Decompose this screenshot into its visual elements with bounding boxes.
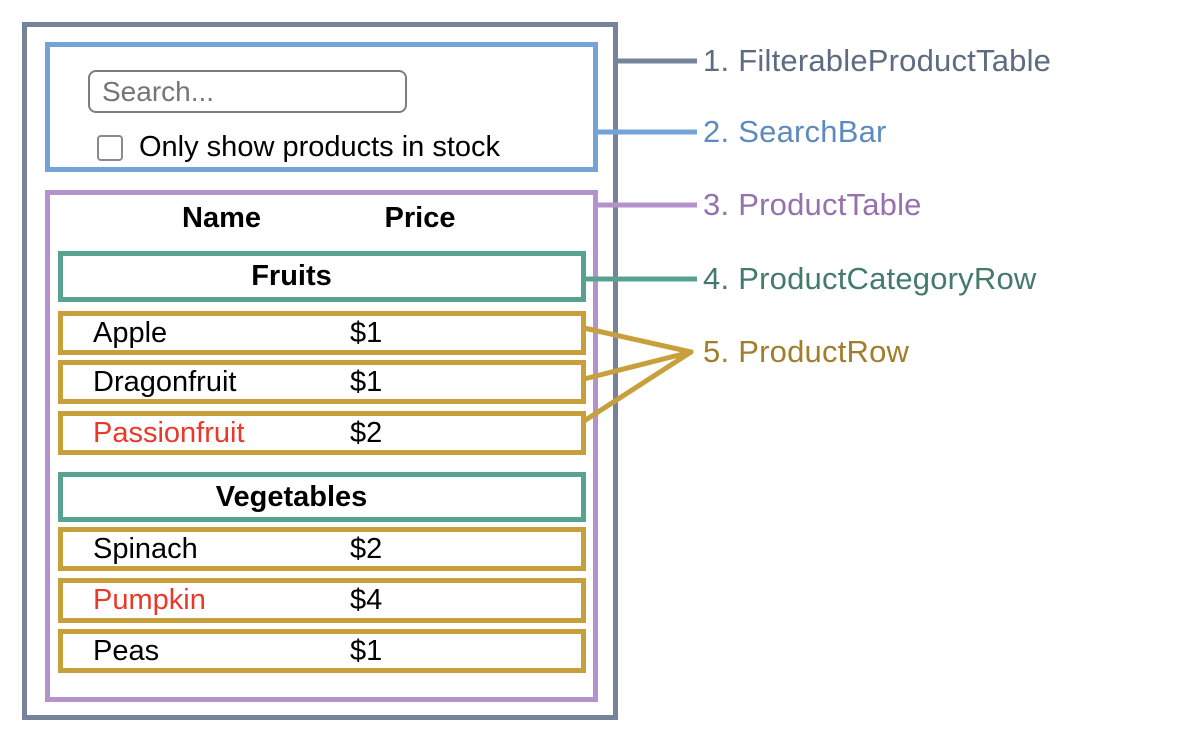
search-bar-box [45,42,598,172]
product-price: $1 [350,365,383,398]
category-row-fruits: Fruits [58,251,586,302]
product-name: Dragonfruit [93,365,237,398]
in-stock-checkbox-label: Only show products in stock [139,131,501,163]
category-label: Fruits [251,260,332,292]
product-row-dragonfruit: Dragonfruit $1 [58,360,586,404]
in-stock-checkbox[interactable] [97,134,123,161]
legend-filterable-product-table: 1. FilterableProductTable [703,43,1052,78]
product-name: Spinach [93,532,198,565]
legend-product-table: 3. ProductTable [703,187,922,222]
product-name: Apple [93,316,168,349]
product-row-peas: Peas $1 [58,629,586,673]
product-row-passionfruit: Passionfruit $2 [58,411,586,455]
product-name-out-of-stock: Passionfruit [93,416,245,449]
product-price: $2 [350,532,383,565]
product-row-spinach: Spinach $2 [58,527,586,571]
stock-filter-row: Only show products in stock [97,131,500,164]
product-table-box [45,190,598,702]
product-price: $4 [350,584,383,616]
category-label: Vegetables [215,480,368,513]
legend-search-bar: 2. SearchBar [703,114,887,149]
product-name-out-of-stock: Pumpkin [93,584,206,616]
legend-product-category-row: 4. ProductCategoryRow [703,261,1037,296]
product-price: $1 [350,634,383,667]
legend-product-row: 5. ProductRow [703,334,910,369]
product-price: $1 [350,316,383,349]
category-row-vegetables: Vegetables [58,472,586,522]
product-name: Peas [93,634,160,667]
product-price: $2 [350,416,383,449]
search-input[interactable] [88,70,407,113]
product-row-pumpkin: Pumpkin $4 [58,578,586,623]
product-row-apple: Apple $1 [58,311,586,355]
column-header-price: Price [384,202,456,234]
column-header-name: Name [182,202,261,234]
